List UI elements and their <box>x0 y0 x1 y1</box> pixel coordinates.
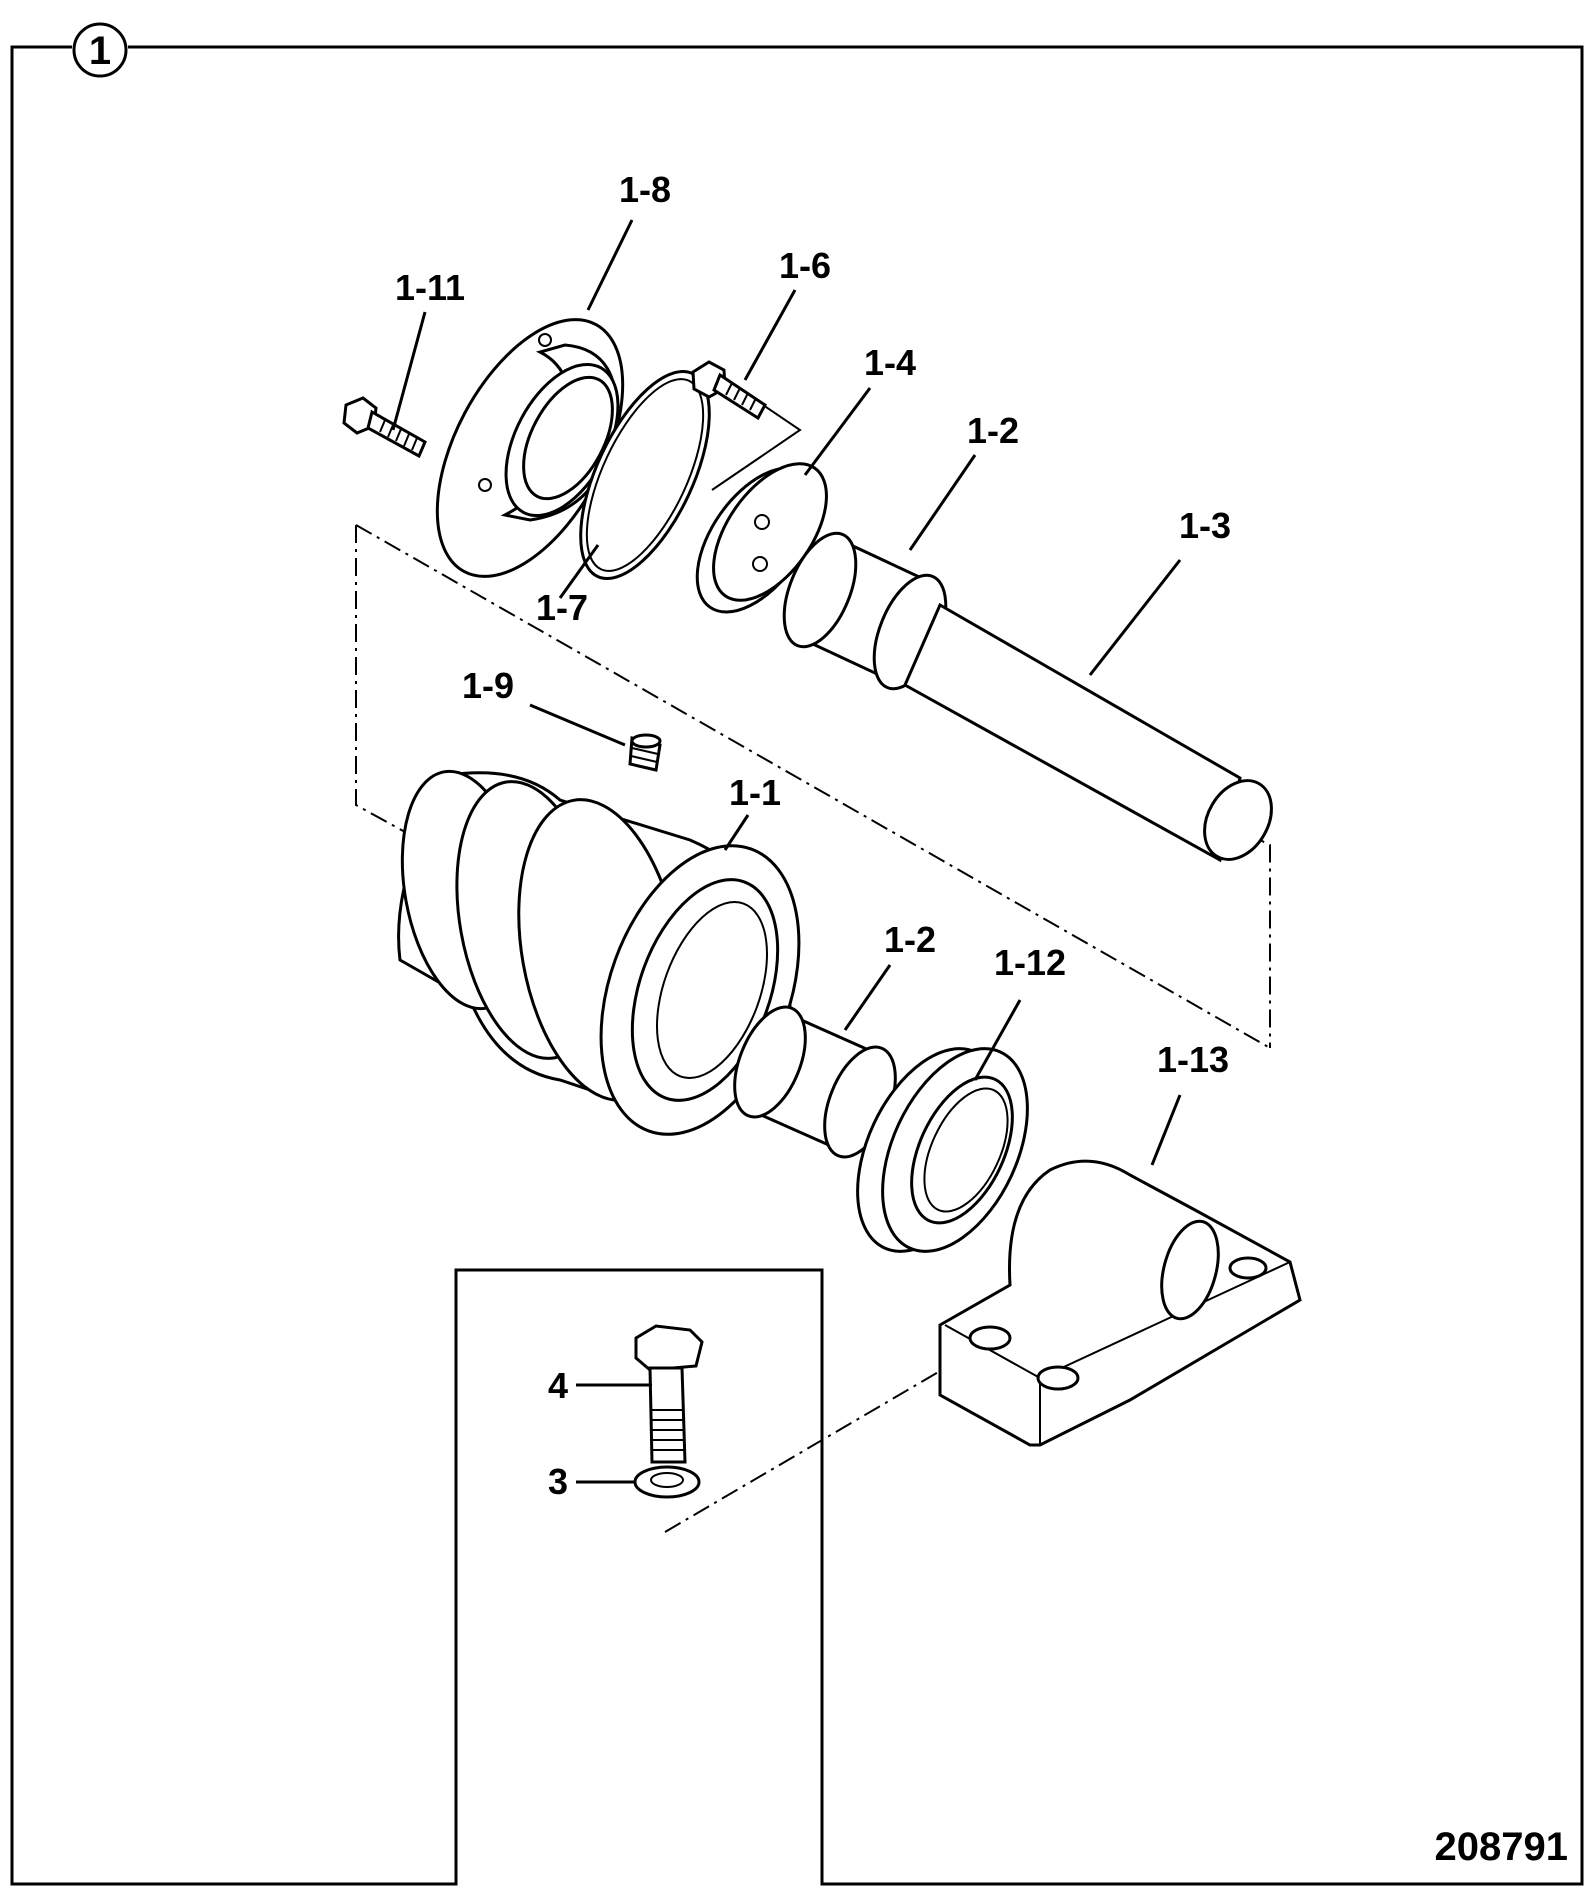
part-1-4-plate <box>695 462 828 614</box>
assembly-axis-right <box>1239 829 1271 1048</box>
callout-1-8: 1-8 <box>619 169 671 210</box>
callout-1-2-upper: 1-2 <box>967 410 1019 451</box>
part-1-3-shaft <box>903 602 1273 863</box>
callout-1-3: 1-3 <box>1179 505 1231 546</box>
part-1-12-seal <box>856 1047 1029 1253</box>
part-4-bolt <box>634 1324 704 1464</box>
callout-4: 4 <box>548 1365 568 1406</box>
callout-labels: 1-8 1-11 1-6 1-4 1-2 1-3 1-7 1-9 1-1 1-2… <box>395 169 1231 1502</box>
part-1-1-roller <box>397 769 801 1136</box>
callout-1-11: 1-11 <box>395 267 465 308</box>
part-1-9-grub-screw <box>628 733 662 772</box>
callout-3: 3 <box>548 1461 568 1502</box>
assembly-axis-cap-bolt <box>711 402 802 491</box>
callout-1-7: 1-7 <box>536 587 588 628</box>
part-1-11-bolt <box>342 396 427 459</box>
callout-1-13: 1-13 <box>1157 1039 1229 1080</box>
assembly-axis-left <box>355 525 406 833</box>
part-1-6-bolt <box>691 360 767 421</box>
part-1-13-bracket <box>938 1159 1302 1447</box>
part-1-7-o-ring <box>579 369 711 581</box>
drawing-number: 208791 <box>1435 1825 1568 1869</box>
callout-1-2-lower: 1-2 <box>884 919 936 960</box>
callout-1-9: 1-9 <box>462 665 514 706</box>
callout-1-1: 1-1 <box>729 772 781 813</box>
leader-lines <box>391 219 1182 1484</box>
figure-number-badge: 1 <box>72 22 128 78</box>
callout-1-6: 1-6 <box>779 245 831 286</box>
callout-1-12: 1-12 <box>994 942 1066 983</box>
assembly-axis-main <box>355 524 1271 1049</box>
part-3-washer <box>633 1465 701 1499</box>
callout-1-4: 1-4 <box>864 342 916 383</box>
figure-number: 1 <box>89 29 111 73</box>
part-1-2-lower-bushing <box>733 1005 897 1159</box>
outer-frame <box>10 45 1584 1886</box>
